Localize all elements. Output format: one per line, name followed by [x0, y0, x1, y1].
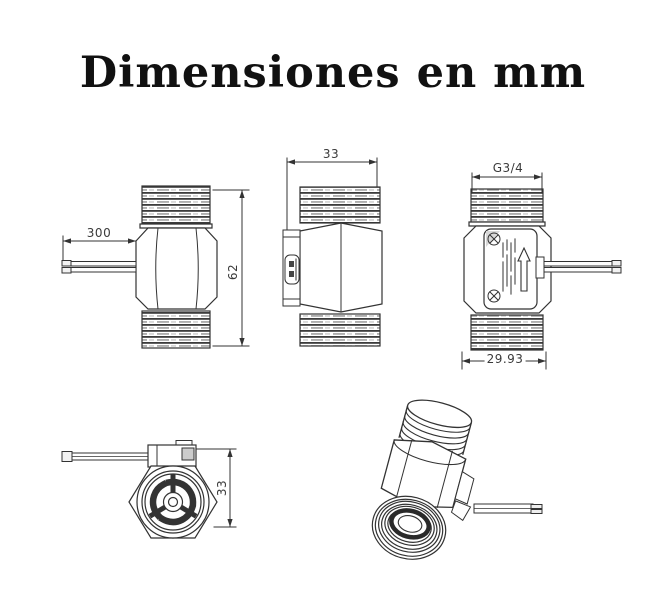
dimension-side-depth	[195, 448, 237, 528]
thread-circle-mid	[141, 470, 205, 534]
view-top	[61, 440, 237, 539]
thread-hex-transition	[139, 223, 213, 229]
dim-label-hex-width: 29.93	[484, 352, 526, 366]
screw-bottom-icon	[487, 289, 501, 303]
top-thread	[470, 188, 544, 223]
dim-label-front-width: 33	[322, 147, 340, 161]
dim-label-side-depth: 33	[215, 479, 229, 497]
bottom-thread	[141, 310, 211, 349]
nameplate-text-lines	[502, 238, 516, 295]
screw-top-icon	[487, 232, 501, 246]
dimension-total-height	[212, 189, 250, 347]
view-front	[282, 157, 383, 347]
bottom-thread	[470, 314, 544, 351]
hex-facet-left	[155, 227, 159, 310]
cable-wires	[473, 503, 543, 514]
dim-label-cable-length: 300	[86, 226, 112, 240]
hex-body	[135, 227, 218, 310]
bore-opening	[389, 508, 431, 540]
view-side-label	[461, 172, 622, 370]
bottom-thread	[299, 313, 381, 347]
nameplate	[483, 228, 538, 310]
thread-circle-inner	[144, 473, 202, 531]
sensor-bracket	[282, 229, 301, 307]
cable-wires	[535, 256, 622, 279]
view-side-cable	[61, 185, 250, 349]
dim-label-total-height: 62	[226, 263, 240, 281]
top-thread	[299, 186, 381, 224]
cable-wires	[61, 451, 150, 462]
top-thread	[141, 185, 211, 225]
flow-arrow-icon	[517, 246, 531, 292]
sensor-housing-top	[147, 440, 197, 468]
dim-label-thread-size: G3/4	[492, 161, 524, 175]
dimension-thread-size	[471, 172, 543, 194]
side-connector	[450, 470, 475, 522]
dimension-cable-length	[62, 235, 137, 261]
cable-wires	[61, 260, 137, 274]
turbine-rotor	[148, 474, 198, 526]
dimension-front-width	[286, 157, 378, 230]
page-title: Dimensiones en mm	[79, 48, 587, 98]
view-isometric	[371, 399, 543, 560]
thread-hex-transition	[468, 221, 546, 227]
bottom-thread-rings	[371, 495, 447, 560]
top-face	[406, 399, 473, 429]
hex-facet-right	[195, 227, 199, 310]
